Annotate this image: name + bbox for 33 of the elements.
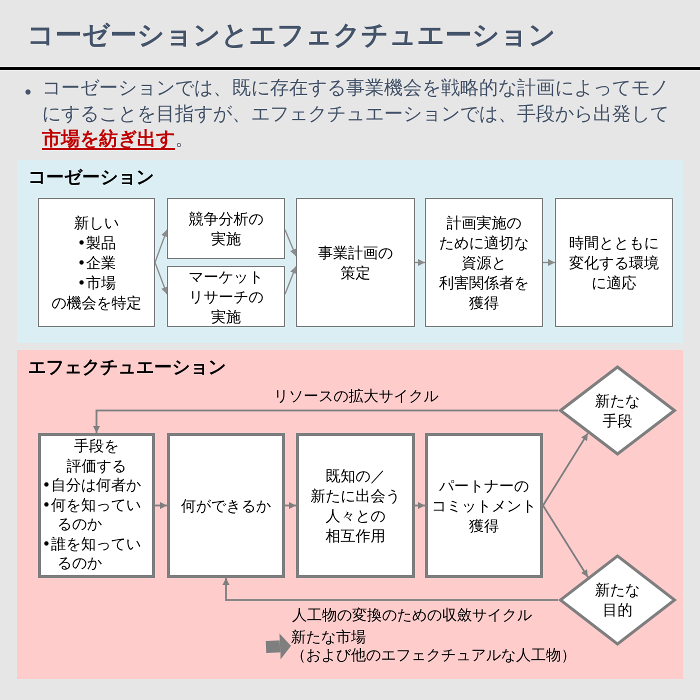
arrow bbox=[542, 432, 589, 506]
process-box: 事業計画の策定 bbox=[296, 198, 415, 327]
bullet-text: コーゼーションでは、既に存在する事業機会を戦略的な計画によってモノにすることを目指すが、エフェクチュエーションでは、手段から出発して市場を紡ぎ出す。 bbox=[42, 76, 670, 152]
section-heading: コーゼーション bbox=[28, 167, 154, 189]
section-panel bbox=[17, 160, 683, 343]
arrow bbox=[284, 266, 297, 294]
arrow bbox=[542, 505, 589, 578]
arrow bbox=[543, 259, 555, 266]
process-box: 競争分析の実施 bbox=[167, 198, 285, 259]
process-box: 何ができるか bbox=[167, 433, 285, 578]
arrow bbox=[285, 502, 296, 509]
process-box: マーケットリサーチの実施 bbox=[167, 266, 285, 327]
process-box: 新しい •製品 •企業 •市場 の機会を特定 bbox=[38, 198, 155, 327]
arrow bbox=[93, 410, 558, 433]
arrow bbox=[154, 229, 168, 263]
arrow bbox=[222, 578, 558, 601]
arrow bbox=[415, 259, 425, 266]
arrow bbox=[155, 502, 167, 509]
section-heading: エフェクチュエーション bbox=[28, 357, 226, 379]
process-box: 計画実施のために適切な資源と利害関係者を獲得 bbox=[425, 198, 543, 327]
section-panel bbox=[17, 350, 683, 679]
edge-label: 人工物の変換のための収斂サイクル bbox=[289, 605, 535, 625]
process-box: 時間とともに変化する環境に適応 bbox=[555, 198, 673, 327]
decision-diamond: 新たな手段 bbox=[558, 365, 677, 456]
arrow bbox=[284, 229, 297, 256]
title: コーゼーションとエフェクチュエーション bbox=[27, 19, 556, 53]
process-box: パートナーのコミットメント獲得 bbox=[425, 433, 543, 578]
arrow bbox=[415, 502, 425, 509]
decision-diamond: 新たな目的 bbox=[558, 554, 677, 646]
block-arrow bbox=[266, 633, 291, 660]
arrow bbox=[154, 262, 168, 294]
process-box: 手段を評価する •自分は何者か •何を知っているのか •誰を知っているのか bbox=[38, 433, 155, 578]
process-box: 既知の／新たに出会う人々との相互作用 bbox=[296, 433, 415, 578]
